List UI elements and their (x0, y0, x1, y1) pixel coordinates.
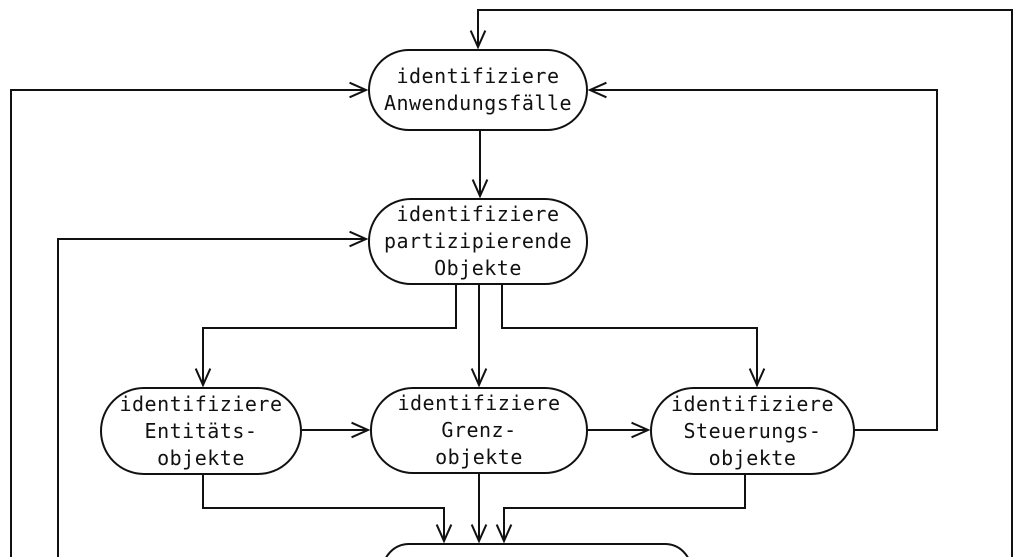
arrowhead (631, 421, 651, 439)
node-identifiziere-entitaetsobjekte: identifiziere Entitäts- objekte (100, 387, 302, 475)
edge-entitaets-to-bottom-node (202, 475, 453, 544)
edge-bottom-loop-to-anwendungsfaelle (10, 81, 369, 557)
arrowhead (349, 81, 369, 99)
arrowhead (470, 524, 488, 544)
edge-grenz-to-bottom-node (470, 474, 488, 544)
arrowhead (587, 81, 607, 99)
node-identifiziere-steuerungsobjekte: identifiziere Steuerungs- objekte (650, 387, 855, 475)
node-label: identifiziere partizipierende Objekte (383, 202, 573, 280)
node-bottom-partial (382, 543, 692, 557)
edge-steuerungs-to-bottom-node (495, 475, 746, 544)
node-identifiziere-anwendungsfaelle: identifiziere Anwendungsfälle (368, 49, 588, 131)
node-label: identifiziere Entitäts- objekte (119, 391, 283, 470)
node-identifiziere-partizipierende-objekte: identifiziere partizipierende Objekte (368, 198, 588, 285)
arrowhead (194, 368, 212, 388)
edge-partizipierende-to-grenz (470, 285, 488, 388)
arrowhead (470, 368, 488, 388)
edge-bottom-loop-to-partizipierende (57, 230, 369, 557)
arrowhead (351, 421, 371, 439)
edge-anwendungsfaelle-to-partizipierende (471, 131, 489, 199)
edge-top-loop-to-anwendungsfaelle (469, 9, 1013, 557)
arrowhead (469, 30, 487, 50)
edge-partizipierende-to-entitaets (194, 285, 457, 388)
arrowhead (495, 524, 513, 544)
edge-steuerungs-to-anwendungsfaelle (587, 81, 938, 431)
node-label: identifiziere Grenz- objekte (397, 391, 561, 469)
node-label: identifiziere Anwendungsfälle (383, 64, 573, 115)
node-identifiziere-grenzobjekte: identifiziere Grenz- objekte (370, 387, 588, 474)
edge-grenz-to-steuerungs (588, 421, 651, 439)
edge-partizipierende-to-steuerungs (501, 285, 766, 388)
node-label: identifiziere Steuerungs- objekte (670, 391, 835, 470)
arrowhead (748, 368, 766, 388)
arrowhead (471, 179, 489, 199)
arrowhead (349, 230, 369, 248)
arrowhead (435, 524, 453, 544)
edge-entitaets-to-grenz (302, 421, 371, 439)
